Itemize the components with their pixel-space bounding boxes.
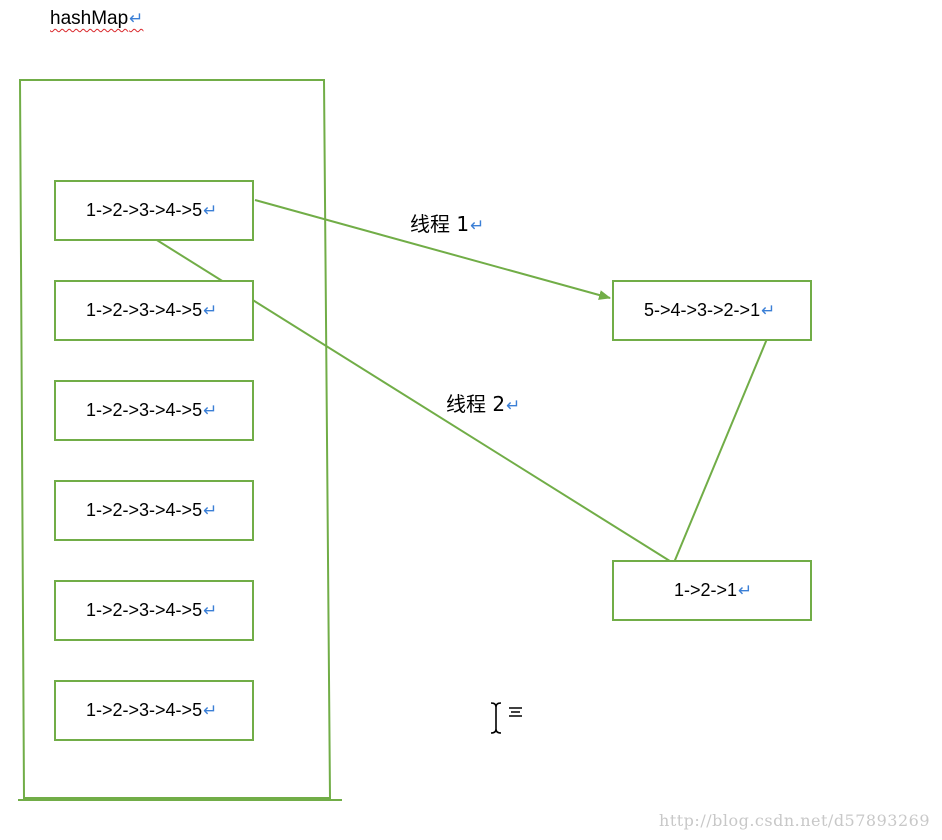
return-mark-icon: ↵ [738, 580, 753, 600]
return-mark-icon: ↵ [470, 216, 485, 236]
return-mark-icon: ↵ [761, 300, 776, 320]
hashmap-container [18, 79, 332, 799]
result-box-cycle: 1->2->1↵ [612, 560, 812, 621]
return-mark-icon: ↵ [203, 700, 218, 720]
return-mark-icon: ↵ [506, 396, 521, 416]
return-mark-icon: ↵ [203, 600, 218, 620]
return-mark-icon: ↵ [203, 300, 218, 320]
bucket-6: 1->2->3->4->5↵ [54, 680, 254, 741]
thread1-label: 线程 1↵ [410, 212, 485, 236]
page-title: hashMap↵ [50, 8, 144, 29]
bucket-4: 1->2->3->4->5↵ [54, 480, 254, 541]
watermark: http://blog.csdn.net/d57893269 [659, 811, 930, 830]
bucket-5: 1->2->3->4->5↵ [54, 580, 254, 641]
bucket-label: 1->2->3->4->5 [86, 300, 203, 320]
return-mark-icon: ↵ [129, 9, 144, 28]
text-cursor-icon [490, 702, 522, 734]
bucket-label: 1->2->3->4->5 [86, 400, 203, 420]
return-mark-icon: ↵ [203, 400, 218, 420]
result-label: 1->2->1 [674, 580, 738, 600]
bucket-label: 1->2->3->4->5 [86, 200, 203, 220]
return-mark-icon: ↵ [203, 200, 218, 220]
result-box-reversed: 5->4->3->2->1↵ [612, 280, 812, 341]
bucket-label: 1->2->3->4->5 [86, 700, 203, 720]
bucket-label: 1->2->3->4->5 [86, 500, 203, 520]
return-mark-icon: ↵ [203, 500, 218, 520]
bucket-1: 1->2->3->4->5↵ [54, 180, 254, 241]
bucket-3: 1->2->3->4->5↵ [54, 380, 254, 441]
bucket-label: 1->2->3->4->5 [86, 600, 203, 620]
result-label: 5->4->3->2->1 [644, 300, 761, 320]
next-pointer-arrow [667, 321, 775, 578]
bucket-2: 1->2->3->4->5↵ [54, 280, 254, 341]
thread2-label: 线程 2↵ [446, 392, 521, 416]
thread1-arrow [254, 199, 611, 300]
